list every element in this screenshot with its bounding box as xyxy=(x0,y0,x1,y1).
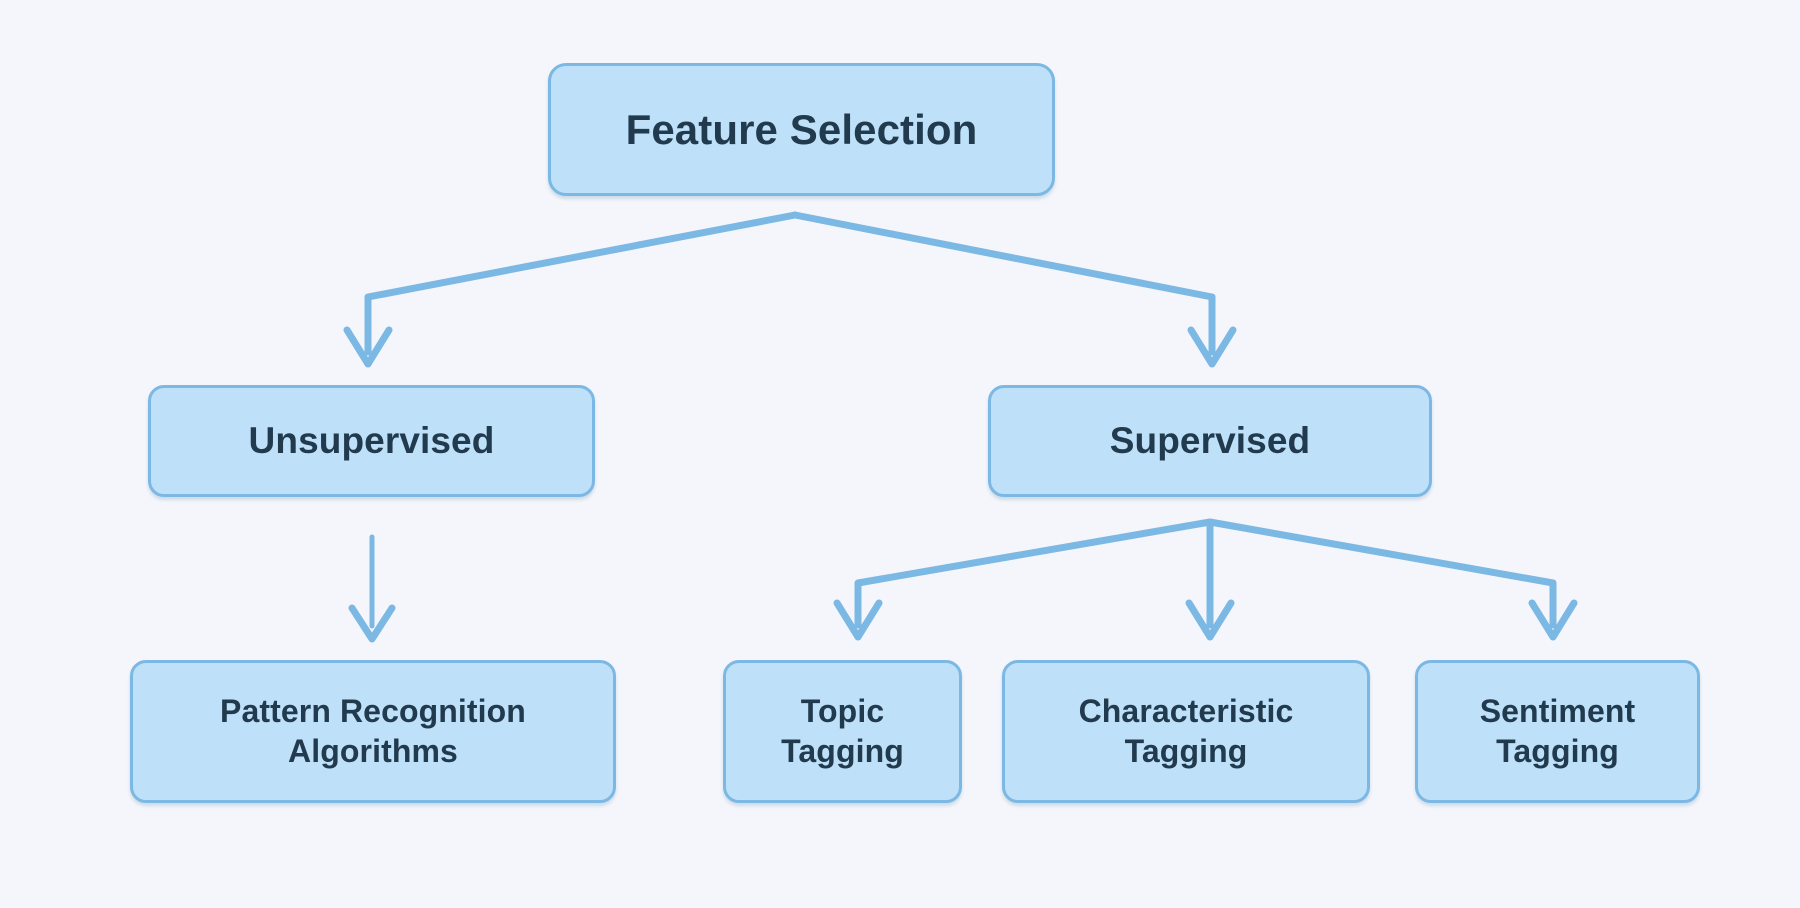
edge-unsupervised-to-pattern-recognition xyxy=(348,534,396,643)
node-feature-selection[interactable]: Feature Selection xyxy=(548,63,1055,196)
down-arrow-icon xyxy=(1187,326,1237,368)
down-arrow-icon xyxy=(348,604,396,643)
node-topic-tagging[interactable]: Topic Tagging xyxy=(723,660,962,803)
node-label: Characteristic Tagging xyxy=(1078,693,1294,769)
node-pattern-recognition-algorithms[interactable]: Pattern Recognition Algorithms xyxy=(130,660,616,803)
node-supervised[interactable]: Supervised xyxy=(988,385,1432,497)
node-label: Feature Selection xyxy=(625,105,978,153)
node-label: Sentiment Tagging xyxy=(1479,693,1636,769)
node-label: Unsupervised xyxy=(248,420,495,462)
node-unsupervised[interactable]: Unsupervised xyxy=(148,385,595,497)
down-arrow-icon xyxy=(343,326,393,368)
node-label: Topic Tagging xyxy=(781,693,904,769)
down-arrow-icon xyxy=(833,599,883,641)
down-arrow-icon xyxy=(1528,599,1578,641)
edge-supervised-to-characteristic-tagging xyxy=(1185,518,1235,641)
node-characteristic-tagging[interactable]: Characteristic Tagging xyxy=(1002,660,1370,803)
node-sentiment-tagging[interactable]: Sentiment Tagging xyxy=(1415,660,1700,803)
edge-supervised-to-topic-tagging xyxy=(833,518,1214,641)
edge-root-to-supervised xyxy=(791,211,1237,368)
edge-supervised-to-sentiment-tagging xyxy=(1206,518,1578,641)
node-label: Pattern Recognition Algorithms xyxy=(220,693,526,769)
down-arrow-icon xyxy=(1185,599,1235,641)
node-label: Supervised xyxy=(1109,420,1311,462)
edge-root-to-unsupervised xyxy=(343,211,799,368)
